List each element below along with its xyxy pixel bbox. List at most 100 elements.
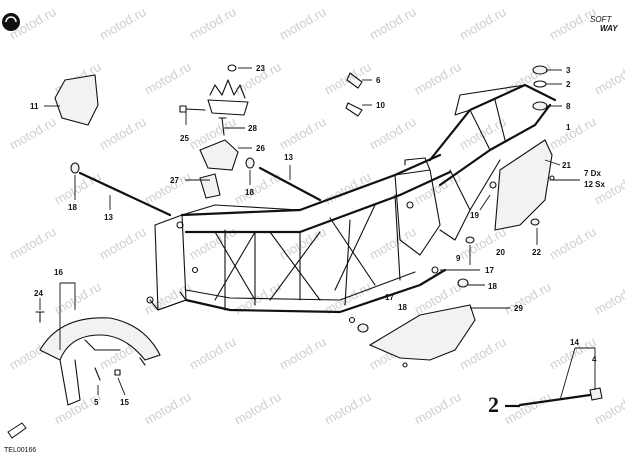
watermark-text: motod.ru	[367, 224, 419, 263]
callout-29: 29	[514, 304, 523, 313]
callout-17-right: 17	[485, 266, 494, 275]
callout-15: 15	[120, 398, 129, 407]
watermark-text: motod.ru	[277, 114, 329, 153]
watermark-text: motod.ru	[322, 389, 374, 428]
watermark-text: motod.ru	[277, 334, 329, 373]
watermark-text: motod.ru	[97, 224, 149, 263]
callout-4: 4	[592, 355, 597, 364]
fitting-part	[465, 236, 475, 244]
callout-13-left: 13	[104, 213, 113, 222]
frame-part	[146, 83, 557, 324]
fitting-part	[530, 218, 540, 226]
callout-27: 27	[170, 176, 179, 185]
watermark-text: motod.ru	[502, 279, 554, 318]
cable-end-part	[589, 387, 603, 401]
callout-6: 6	[376, 76, 381, 85]
brand-line2: WAY	[600, 24, 618, 33]
watermark-text: motod.ru	[457, 334, 509, 373]
watermark-text: motod.ru	[367, 114, 419, 153]
watermark-text: motod.ru	[592, 279, 625, 318]
watermark-text: motod.ru	[187, 224, 239, 263]
watermark-text: motod.ru	[97, 114, 149, 153]
watermark-text: motod.ru	[457, 4, 509, 43]
callout-19: 19	[470, 211, 479, 220]
side-panel-part	[494, 139, 553, 231]
watermark-text: motod.ru	[7, 114, 59, 153]
washer-part	[533, 80, 547, 88]
callout-18-lower: 18	[398, 303, 407, 312]
callout-18-right: 18	[488, 282, 497, 291]
callout-18-left: 18	[68, 203, 77, 212]
callout-16: 16	[54, 268, 63, 277]
logo-icon	[2, 13, 20, 31]
bracket-part	[199, 139, 239, 171]
callout-17-lower: 17	[385, 293, 394, 302]
watermark-text: motod.ru	[592, 59, 625, 98]
cap-part	[532, 65, 548, 75]
bolt-part	[179, 105, 206, 113]
fastener-part	[346, 72, 363, 89]
callout-3: 3	[566, 66, 571, 75]
watermark-text: motod.ru	[7, 224, 59, 263]
watermark-text: motod.ru	[97, 4, 149, 43]
callout-26: 26	[256, 144, 265, 153]
callout-1: 1	[566, 123, 571, 132]
watermark-text: motod.ru	[412, 59, 464, 98]
watermark-text: motod.ru	[277, 4, 329, 43]
watermark-text: motod.ru	[52, 279, 104, 318]
watermark-text: motod.ru	[142, 389, 194, 428]
cable-part	[518, 393, 592, 407]
callout-7-dx: 7 Dx	[584, 169, 601, 178]
handwritten-mark: 2	[488, 392, 499, 417]
grommet-part	[532, 101, 548, 111]
callout-21: 21	[562, 161, 571, 170]
rod-part	[258, 166, 322, 202]
callout-20: 20	[496, 248, 505, 257]
nut-part	[114, 369, 121, 376]
watermark-text: motod.ru	[52, 169, 104, 208]
watermark-text: motod.ru	[412, 389, 464, 428]
watermark-text: motod.ru	[142, 59, 194, 98]
screw-part	[94, 367, 101, 381]
callout-9: 9	[456, 254, 461, 263]
cap-part	[457, 278, 469, 288]
arrow-icon	[7, 422, 27, 439]
callout-10: 10	[376, 101, 385, 110]
fastener-part	[345, 102, 363, 117]
callout-18-upper: 18	[245, 188, 254, 197]
callout-11: 11	[30, 102, 39, 111]
cap-part	[357, 323, 369, 333]
callout-labels: 11 23 25 28 26 27 18 18 13 13 6 10 3 2 8…	[30, 64, 605, 407]
watermark-text: motod.ru	[142, 169, 194, 208]
callout-24: 24	[34, 289, 43, 298]
watermark-text: motod.ru	[322, 169, 374, 208]
watermark-text: motod.ru	[52, 389, 104, 428]
watermark-text: motod.ru	[547, 224, 599, 263]
callout-8: 8	[566, 102, 571, 111]
watermark-text: motod.ru	[187, 334, 239, 373]
brand-line1: SOFT	[590, 15, 612, 24]
watermark-text: motod.ru	[547, 114, 599, 153]
lower-cover-part	[368, 304, 476, 361]
watermark-text: motod.ru	[232, 389, 284, 428]
callout-13-right: 13	[284, 153, 293, 162]
watermark-layer: motod.ru motod.ru motod.ru motod.ru motod.ru…	[7, 4, 625, 428]
callout-22: 22	[532, 248, 541, 257]
watermark-text: motod.ru	[232, 169, 284, 208]
leader-lines	[39, 67, 596, 401]
callout-25: 25	[180, 134, 189, 143]
callout-23: 23	[256, 64, 265, 73]
callout-5: 5	[94, 398, 99, 407]
watermark-text: motod.ru	[502, 389, 554, 428]
cap-part	[245, 157, 255, 169]
rod-part	[78, 171, 172, 217]
watermark-text: motod.ru	[367, 4, 419, 43]
figure-code: TEL00166	[4, 447, 36, 454]
watermark-text: motod.ru	[277, 224, 329, 263]
front-fender-part	[39, 317, 161, 406]
vent-part	[207, 64, 249, 116]
callout-12-sx: 12 Sx	[584, 180, 605, 189]
panel-part	[54, 74, 99, 126]
cap-part	[70, 162, 80, 174]
